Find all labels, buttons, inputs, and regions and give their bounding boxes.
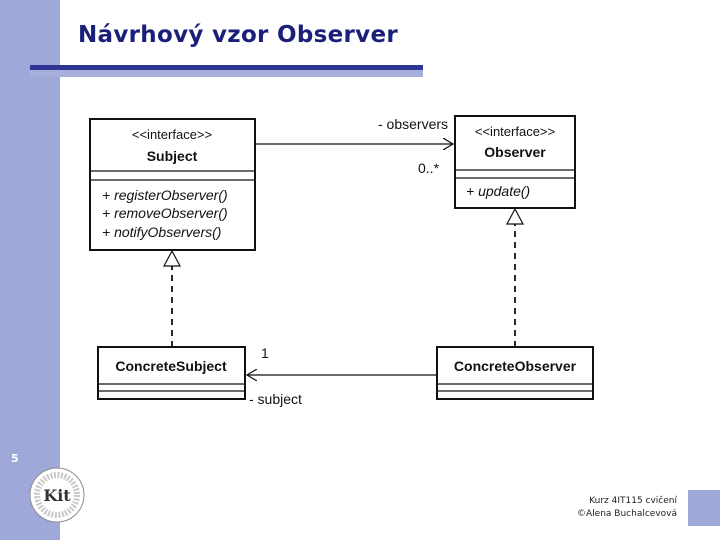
subject-stereotype: <<interface>> [132, 127, 212, 142]
observer-realization [506, 207, 524, 347]
observers-multiplicity: 0..* [418, 160, 440, 176]
title-underline-dark [30, 65, 423, 70]
subject-operation: + registerObserver() [102, 187, 228, 203]
subject-association: 1 - subject [247, 345, 437, 407]
observers-association: - observers 0..* [255, 116, 453, 176]
subject-multiplicity: 1 [261, 345, 269, 361]
concrete-subject-name: ConcreteSubject [115, 358, 227, 374]
concrete-subject-class: ConcreteSubject [97, 346, 246, 400]
subject-role-label: - subject [249, 391, 302, 407]
subject-operation: + notifyObservers() [102, 224, 221, 240]
subject-interface-class: <<interface>> Subject + registerObserver… [89, 118, 256, 251]
observer-name: Observer [484, 144, 546, 160]
title-underline-light [30, 70, 423, 77]
kit-logo: Kit [29, 467, 85, 523]
slide-number: 5 [11, 452, 19, 465]
observer-operation: + update() [466, 183, 530, 199]
subject-name: Subject [147, 148, 198, 164]
observers-role-label: - observers [378, 116, 448, 132]
footer-course: Kurz 4IT115 cvičení [589, 496, 677, 506]
footer-credit: Kurz 4IT115 cvičení ©Alena Buchalcevová [577, 495, 677, 521]
observer-interface-class: <<interface>> Observer + update() [454, 115, 576, 209]
subject-operation: + removeObserver() [102, 205, 228, 221]
slide-title: Návrhový vzor Observer [78, 22, 398, 48]
footer-author: ©Alena Buchalcevová [577, 509, 677, 519]
logo-text: Kit [43, 486, 71, 505]
observer-stereotype: <<interface>> [475, 124, 555, 139]
left-sidebar-band [0, 0, 60, 540]
subject-realization [163, 249, 181, 347]
concrete-observer-class: ConcreteObserver [436, 346, 594, 400]
corner-accent-box [688, 490, 720, 526]
concrete-observer-name: ConcreteObserver [454, 358, 577, 374]
